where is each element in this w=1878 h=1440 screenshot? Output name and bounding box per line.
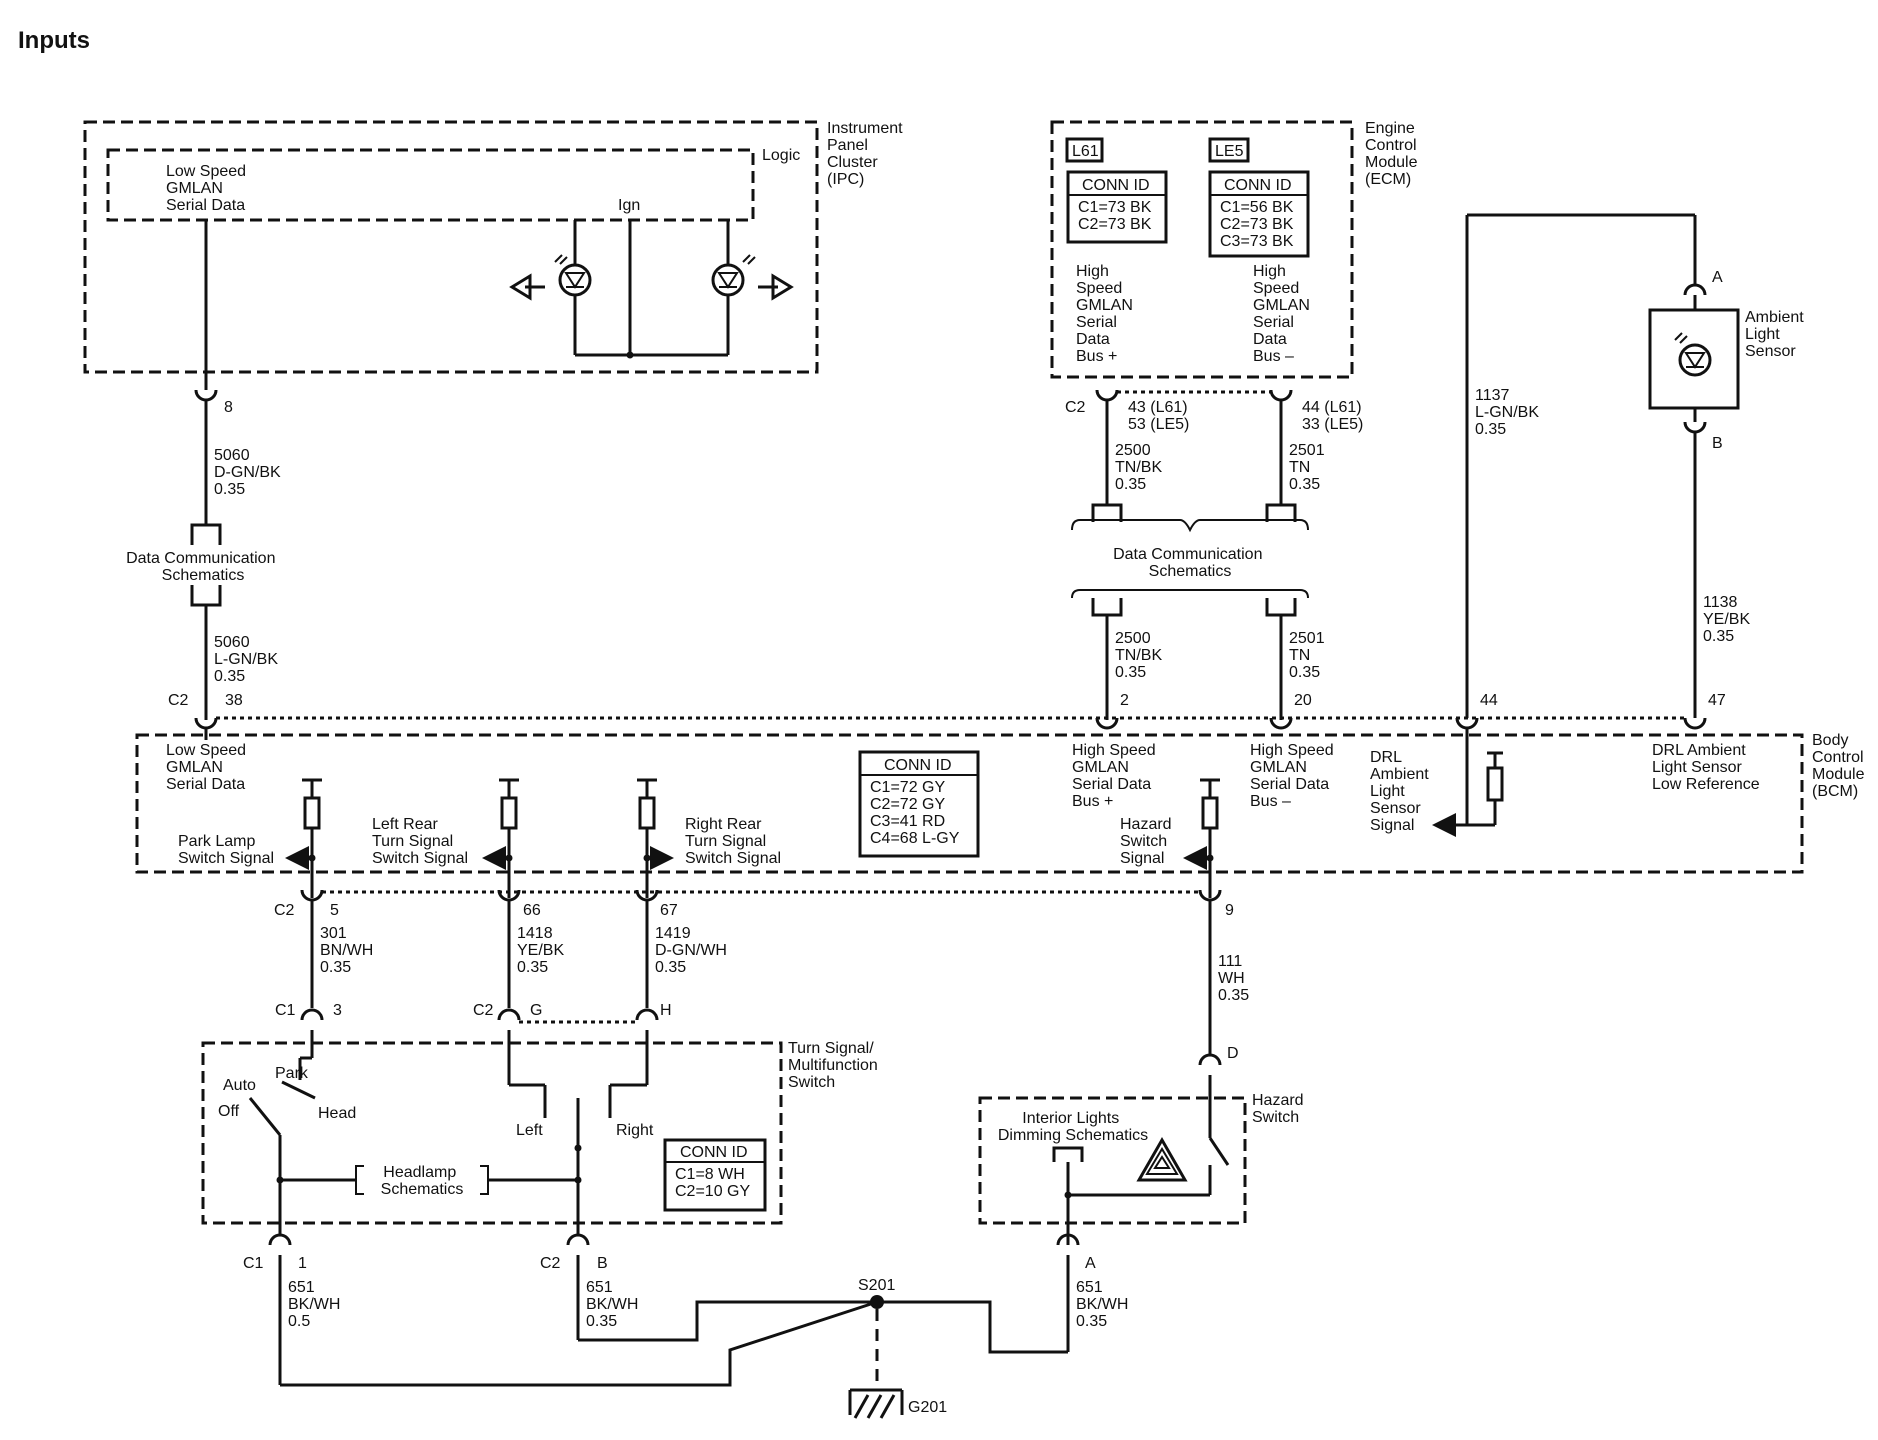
bcm-low-speed-label: Low Speed GMLAN Serial Data — [166, 742, 251, 793]
bcm-conn-id: CONN ID C1=72 GY C2=72 GY C3=41 RD C4=68… — [870, 757, 960, 847]
ipc-module: Logic Instrument Panel Cluster (IPC) Low… — [83, 120, 907, 416]
turn-pin-h: H — [660, 1002, 672, 1019]
ground-g201-icon — [848, 1388, 904, 1419]
wire-1418: 1418 YE/BK 0.35 — [517, 925, 569, 976]
turn-left-label: Left — [516, 1122, 543, 1139]
hazard-pin-d: D — [1227, 1045, 1239, 1062]
ipc-logic-label: Logic — [762, 147, 800, 164]
headlamp-schematics-label: Headlamp Schematics — [381, 1164, 464, 1198]
ground-c2-label: C2 — [540, 1255, 561, 1272]
hazard-pin-a: A — [1085, 1255, 1096, 1272]
bcm-hazard-label: Hazard Switch Signal — [1120, 816, 1176, 867]
turn-pin-g: G — [530, 1002, 542, 1019]
turn-off-label: Off — [218, 1103, 240, 1120]
ground-circuit: C1 1 C2 B 651 BK/WH 0.5 651 BK/WH 0.35 6… — [243, 1233, 1133, 1419]
ambient-pin-a: A — [1712, 269, 1723, 286]
wire-2500-lower: 2500 TN/BK 0.35 — [1115, 630, 1167, 681]
right-indicator-arrow-icon — [758, 273, 794, 301]
bcm-module: C2 38 2 20 44 47 Body Control Module (BC… — [135, 692, 1869, 874]
ecm-bus-plus-label: High Speed GMLAN Serial Data Bus + — [1076, 263, 1137, 365]
ground-c1-label: C1 — [243, 1255, 264, 1272]
left-indicator-arrow-icon — [509, 273, 545, 301]
wire-651-a: 651 BK/WH 0.5 — [288, 1279, 345, 1330]
bcm-bottom-connector: C2 5 66 67 9 — [274, 889, 1234, 919]
bcm-pin-67: 67 — [660, 902, 678, 919]
ecm-name: Engine Control Module (ECM) — [1365, 120, 1422, 188]
ipc-name: Instrument Panel Cluster (IPC) — [827, 120, 907, 188]
bcm-park-label: Park Lamp Switch Signal — [178, 833, 274, 867]
wire-2501-lower: 2501 TN 0.35 — [1289, 630, 1329, 681]
wire-1137: 1137 L-GN/BK 0.35 — [1475, 387, 1543, 438]
bcm-pullups: Park Lamp Switch Signal Left Rear Turn S… — [178, 778, 1220, 898]
bcm-pin-20: 20 — [1294, 692, 1312, 709]
ipc-pin-8: 8 — [224, 399, 233, 416]
ground-pin-b: B — [597, 1255, 608, 1272]
turn-switch-name: Turn Signal/ Multifunction Switch — [788, 1040, 882, 1091]
hazard-dimming-label: Interior Lights Dimming Schematics — [998, 1110, 1148, 1144]
bcm-pin-47: 47 — [1708, 692, 1726, 709]
turn-auto-label: Auto — [223, 1077, 256, 1094]
bcm-pin-66: 66 — [523, 902, 541, 919]
turn-signal-switch: C1 3 C2 G H Turn Signal/ Multifunction S… — [201, 1002, 882, 1235]
bcm-pin-5: 5 — [330, 902, 339, 919]
ground-g201-label: G201 — [908, 1399, 947, 1416]
bcm-c2-top: C2 — [168, 692, 189, 709]
data-comm-right-label: Data Communication Schematics — [1113, 546, 1267, 580]
ecm-module: Engine Control Module (ECM) L61 LE5 CONN… — [1050, 120, 1422, 433]
turn-right-label: Right — [616, 1122, 654, 1139]
bcm-left-rear-label: Left Rear Turn Signal Switch Signal — [372, 816, 468, 867]
bcm-pin-44: 44 — [1480, 692, 1498, 709]
bcm-drl-sensor-label: DRL Ambient Light Sensor Signal — [1370, 749, 1433, 834]
ecm-pins-minus: 44 (L61) 33 (LE5) — [1302, 399, 1366, 433]
bcm-hs-plus-label: High Speed GMLAN Serial Data Bus + — [1072, 742, 1160, 810]
ambient-light-sensor: A B Ambient Light Sensor — [1465, 213, 1808, 718]
ambient-pin-b: B — [1712, 435, 1723, 452]
bcm-pin-38: 38 — [225, 692, 243, 709]
wire-1419: 1419 D-GN/WH 0.35 — [655, 925, 731, 976]
wire-2500-upper: 2500 TN/BK 0.35 — [1115, 442, 1167, 493]
splice-s201 — [870, 1295, 884, 1309]
ipc-serial-label: Low Speed GMLAN Serial Data — [166, 163, 251, 214]
ecm-l61-tag: L61 — [1072, 143, 1099, 160]
hazard-switch-name: Hazard Switch — [1252, 1092, 1308, 1126]
turn-conn-id: CONN ID C1=8 WH C2=10 GY — [675, 1144, 752, 1200]
wire-651-b: 651 BK/WH 0.35 — [586, 1279, 643, 1330]
bcm-hs-minus-label: High Speed GMLAN Serial Data Bus – — [1250, 742, 1338, 810]
bcm-pin-2: 2 — [1120, 692, 1129, 709]
ecm-l61-conn: CONN ID C1=73 BK C2=73 BK — [1078, 177, 1156, 233]
ecm-pins-plus: 43 (L61) 53 (LE5) — [1128, 399, 1192, 433]
wire-651-c: 651 BK/WH 0.35 — [1076, 1279, 1133, 1330]
data-comm-left-label: Data Communication Schematics — [126, 550, 280, 584]
turn-c2-label: C2 — [473, 1002, 494, 1019]
ecm-c2-label: C2 — [1065, 399, 1086, 416]
bcm-drl-low-ref-label: DRL Ambient Light Sensor Low Reference — [1652, 742, 1760, 793]
ecm-bus-minus-label: High Speed GMLAN Serial Data Bus – — [1253, 263, 1314, 365]
turn-park-label: Park — [275, 1065, 309, 1082]
ipc-ign-label: Ign — [618, 197, 640, 214]
wire-111: 111 WH 0.35 — [1218, 953, 1249, 1004]
bcm-right-rear-label: Right Rear Turn Signal Switch Signal — [685, 816, 781, 867]
splice-s201-label: S201 — [858, 1277, 895, 1294]
ground-pin-1: 1 — [298, 1255, 307, 1272]
wire-301: 301 BN/WH 0.35 — [320, 925, 378, 976]
turn-pin-3: 3 — [333, 1002, 342, 1019]
wire-5060-lower: 5060 L-GN/BK 0.35 — [214, 634, 282, 685]
hazard-switch: D Hazard Switch Interior Lights Dimming … — [978, 1045, 1308, 1272]
wire-5060-upper: 5060 D-GN/BK 0.35 — [214, 447, 285, 498]
turn-c1-label: C1 — [275, 1002, 296, 1019]
ambient-sensor-name: Ambient Light Sensor — [1745, 309, 1808, 360]
ecm-le5-tag: LE5 — [1215, 143, 1244, 160]
ecm-le5-conn: CONN ID C1=56 BK C2=73 BK C3=73 BK — [1220, 177, 1298, 250]
wire-2501-upper: 2501 TN 0.35 — [1289, 442, 1329, 493]
bcm-pin-9: 9 — [1225, 902, 1234, 919]
page-title: Inputs — [18, 27, 90, 54]
hazard-triangle-icon — [1136, 1136, 1188, 1182]
bcm-c2-bottom: C2 — [274, 902, 295, 919]
wire-1138: 1138 YE/BK 0.35 — [1703, 594, 1755, 645]
turn-head-label: Head — [318, 1105, 356, 1122]
bcm-name: Body Control Module (BCM) — [1812, 732, 1869, 800]
